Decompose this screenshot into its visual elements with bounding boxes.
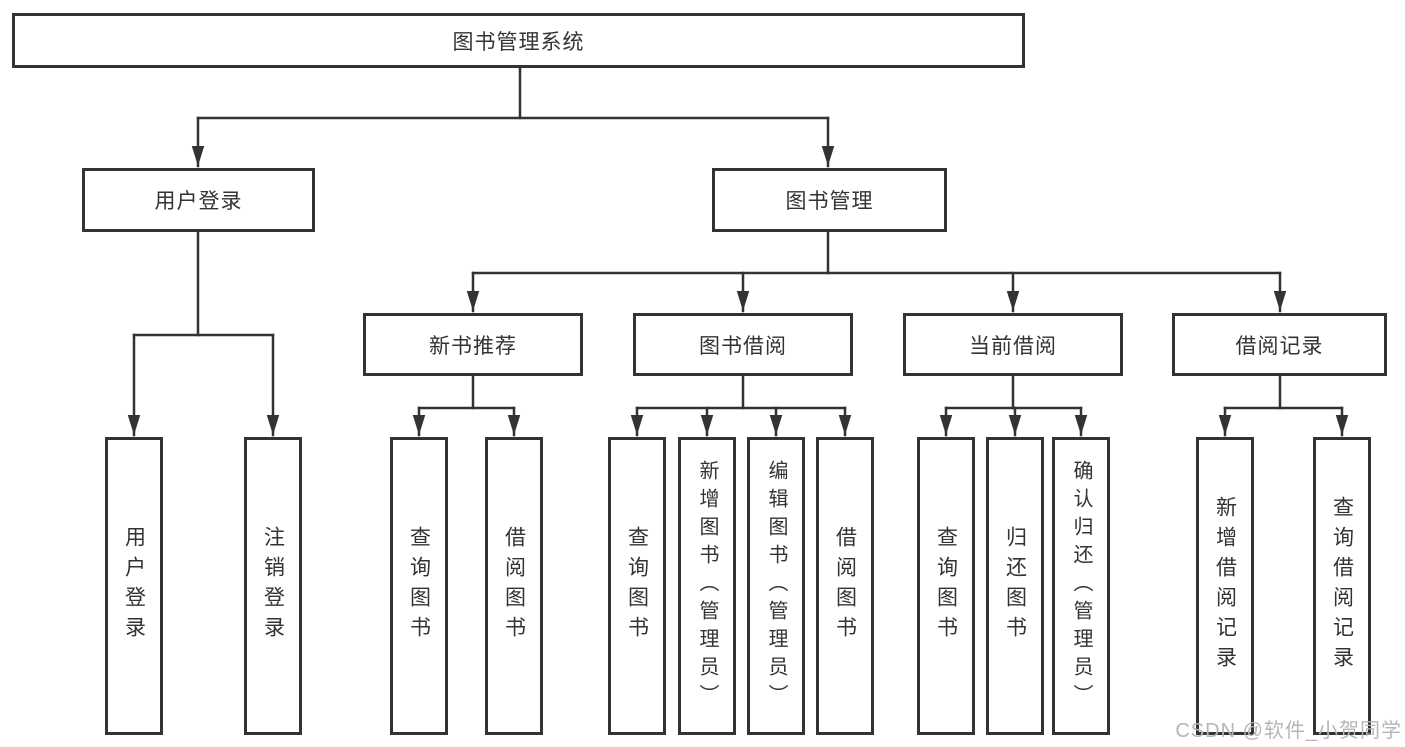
leaf-label: 查询图书 bbox=[625, 526, 649, 646]
leaf-label: 确认归还（管理员） bbox=[1070, 460, 1092, 712]
node-user-login: 用户登录 bbox=[82, 168, 315, 232]
node-current-borrowing: 当前借阅 bbox=[903, 313, 1123, 376]
leaf-recommend-query-book: 查询图书 bbox=[390, 437, 448, 735]
leaf-label: 借阅图书 bbox=[502, 526, 526, 646]
leaf-borrowing-query-book: 查询图书 bbox=[608, 437, 666, 735]
leaf-borrowing-edit-book-admin: 编辑图书（管理员） bbox=[747, 437, 805, 735]
node-label: 图书管理 bbox=[785, 190, 874, 213]
leaf-logout-login: 注销登录 bbox=[244, 437, 302, 735]
node-library-management-system: 图书管理系统 bbox=[12, 13, 1025, 68]
node-label: 图书管理系统 bbox=[452, 30, 585, 54]
leaf-current-query-book: 查询图书 bbox=[917, 437, 975, 735]
node-new-book-recommend: 新书推荐 bbox=[363, 313, 583, 376]
node-label: 图书借阅 bbox=[699, 334, 787, 358]
leaf-current-return-book: 归还图书 bbox=[986, 437, 1044, 735]
leaf-label: 借阅图书 bbox=[833, 526, 857, 646]
leaf-recommend-borrow-book: 借阅图书 bbox=[485, 437, 543, 735]
leaf-borrowing-borrow-book: 借阅图书 bbox=[816, 437, 874, 735]
leaf-label: 注销登录 bbox=[261, 526, 285, 646]
leaf-label: 编辑图书（管理员） bbox=[765, 460, 787, 712]
leaf-label: 新增图书（管理员） bbox=[696, 460, 718, 712]
node-book-management: 图书管理 bbox=[712, 168, 947, 232]
leaf-borrowing-add-book-admin: 新增图书（管理员） bbox=[678, 437, 736, 735]
node-label: 新书推荐 bbox=[429, 334, 517, 358]
watermark-text: CSDN @软件_小贺同学 bbox=[1175, 720, 1402, 742]
leaf-label: 查询图书 bbox=[407, 526, 431, 646]
node-label: 用户登录 bbox=[154, 190, 243, 213]
leaf-label: 归还图书 bbox=[1003, 526, 1027, 646]
node-label: 借阅记录 bbox=[1235, 334, 1324, 358]
node-book-borrowing: 图书借阅 bbox=[633, 313, 853, 376]
leaf-user-login: 用户登录 bbox=[105, 437, 163, 735]
leaf-records-query-borrow-record: 查询借阅记录 bbox=[1313, 437, 1371, 735]
leaf-current-confirm-return-admin: 确认归还（管理员） bbox=[1052, 437, 1110, 735]
leaf-label: 查询借阅记录 bbox=[1330, 496, 1354, 676]
leaf-records-add-borrow-record: 新增借阅记录 bbox=[1196, 437, 1254, 735]
node-label: 当前借阅 bbox=[969, 334, 1057, 358]
leaf-label: 查询图书 bbox=[934, 526, 958, 646]
leaf-label: 用户登录 bbox=[122, 526, 146, 646]
leaf-label: 新增借阅记录 bbox=[1213, 496, 1237, 676]
node-borrowing-records: 借阅记录 bbox=[1172, 313, 1387, 376]
